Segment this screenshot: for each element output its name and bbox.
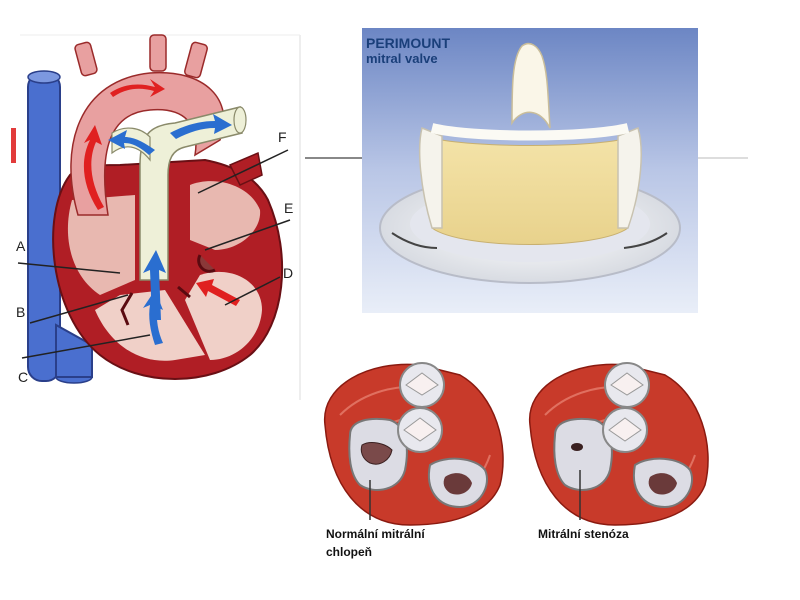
red-edge-marker bbox=[11, 128, 16, 163]
caption-mitral-stenosis: Mitrální stenóza bbox=[538, 527, 629, 541]
tissue-leaflet bbox=[431, 137, 629, 245]
caption-normal-line2: chlopeň bbox=[326, 545, 373, 559]
valve-title-line2: mitral valve bbox=[366, 51, 438, 66]
connector-line-right bbox=[698, 157, 748, 159]
valve-photo-svg bbox=[362, 28, 698, 313]
label-f: F bbox=[278, 129, 287, 145]
valve-title-line1: PERIMOUNT bbox=[366, 35, 450, 51]
heart-svg: A B C D E F bbox=[16, 34, 301, 400]
red-arrow-left-heart bbox=[196, 279, 240, 306]
red-arrow-arch-left bbox=[83, 125, 104, 210]
perimount-valve-photo: PERIMOUNT mitral valve bbox=[362, 28, 698, 313]
connector-line-left bbox=[305, 157, 363, 159]
label-d: D bbox=[283, 265, 293, 281]
blue-arrow-left bbox=[108, 130, 155, 155]
blue-arrow-right bbox=[170, 114, 232, 139]
red-arrow-arch-top bbox=[110, 79, 165, 97]
caption-normal-mitral-valve: Normální mitrální chlopeň bbox=[326, 525, 425, 561]
normal-mitral-valve bbox=[324, 362, 504, 526]
caption-normal-line1: Normální mitrální bbox=[326, 527, 425, 541]
stenosis-mitral-valve bbox=[529, 362, 709, 526]
valves-svg bbox=[324, 362, 709, 526]
label-c: C bbox=[18, 369, 28, 385]
label-e: E bbox=[284, 200, 293, 216]
left-atrium bbox=[190, 181, 261, 250]
stent-post-center bbox=[511, 42, 551, 129]
blue-arrow-bottom bbox=[143, 290, 163, 345]
mitral-valves-comparison: Normální mitrální chlopeň Mitrální stenó… bbox=[310, 345, 730, 585]
blue-arrow-up bbox=[143, 250, 166, 320]
valve-photo-title: PERIMOUNT mitral valve bbox=[366, 35, 450, 67]
label-b: B bbox=[16, 304, 25, 320]
aorta-arch bbox=[70, 71, 225, 216]
heart-diagram: A B C D E F bbox=[0, 25, 305, 400]
label-a: A bbox=[16, 238, 26, 254]
